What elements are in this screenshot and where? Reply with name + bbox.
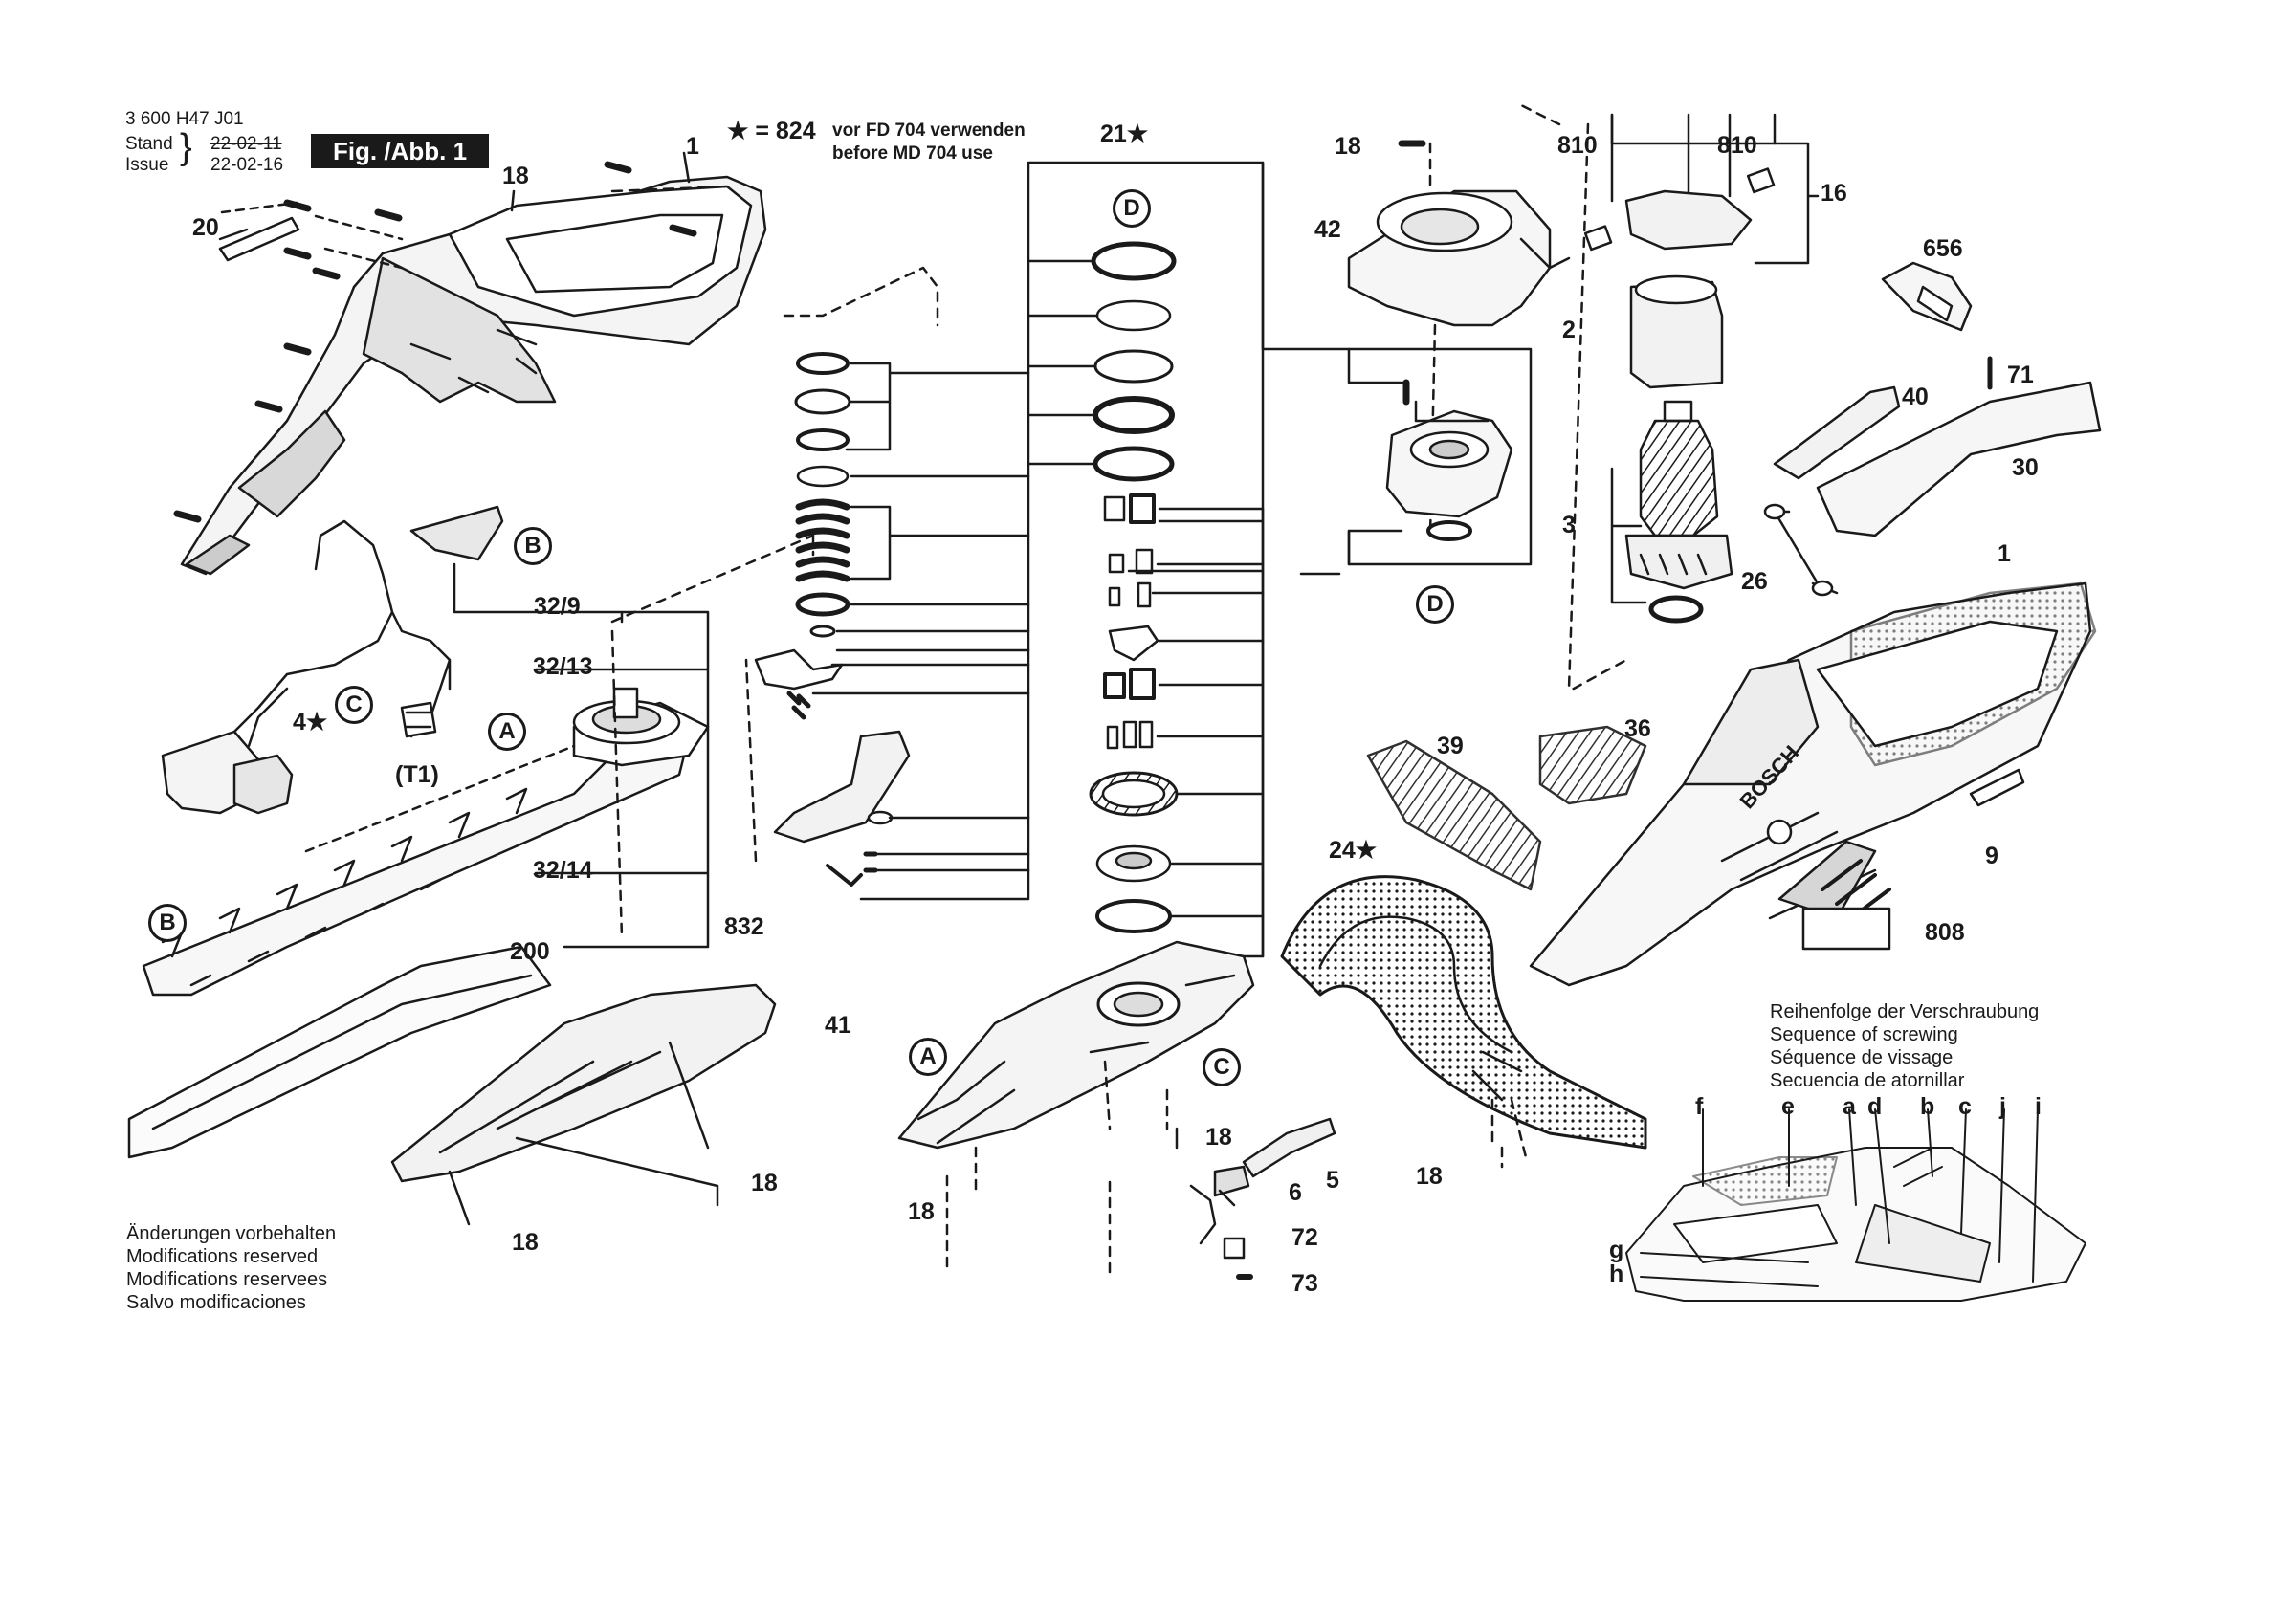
housing-half-left: [180, 175, 767, 576]
part-label-18-d: 18: [512, 1229, 539, 1256]
figure-label: Fig. /Abb. 1: [311, 134, 489, 168]
part-label-32-9: 32/9: [534, 593, 581, 620]
part-label-20: 20: [192, 214, 219, 241]
star-note-line1: vor FD 704 verwenden: [832, 121, 1026, 141]
sequence-letter-i: i: [2035, 1093, 2042, 1120]
screw-sequence-figure: [1625, 1108, 2086, 1302]
part-label-18: 18: [502, 163, 529, 189]
front-handle: [1280, 875, 1647, 1169]
sequence-title-fr: Séquence de vissage: [1770, 1047, 1954, 1068]
part-label-32-14: 32/14: [533, 857, 593, 884]
part-label-39: 39: [1437, 733, 1464, 759]
callout-d-right: D: [1416, 585, 1454, 624]
sequence-letter-e: e: [1781, 1093, 1795, 1120]
part-label-16: 16: [1821, 180, 1847, 207]
document-number: 3 600 H47 J01: [125, 109, 244, 129]
part-label-40: 40: [1902, 384, 1929, 410]
gear-flange: [1347, 347, 1513, 566]
part-label-72: 72: [1292, 1224, 1318, 1251]
switch-parts: [1763, 261, 2102, 597]
part-label-1-right: 1: [1998, 540, 2011, 567]
part-label-18-f: 18: [908, 1198, 935, 1225]
footer-de: Änderungen vorbehalten: [126, 1223, 337, 1244]
callout-a-top: A: [488, 713, 526, 751]
stand-date: 22-02-11: [210, 134, 282, 154]
part-label-18-e: 18: [1205, 1124, 1232, 1151]
part-label-18-top: 18: [1335, 133, 1361, 160]
gearbox-base: [897, 940, 1255, 1274]
part-label-4: 4★: [293, 709, 328, 735]
part-label-6: 6: [1289, 1179, 1302, 1206]
issue-label: Issue: [125, 155, 169, 175]
footer-es: Salvo modificaciones: [126, 1292, 306, 1313]
washer-stack-left: [744, 266, 1030, 887]
part-label-200: 200: [510, 938, 550, 965]
blade-guard: [127, 945, 552, 1159]
footer-fr: Modifications reservees: [126, 1269, 328, 1290]
footer-en: Modifications reserved: [126, 1246, 319, 1267]
part-label-18-g: 18: [1416, 1163, 1443, 1190]
sequence-title-es: Secuencia de atornillar: [1770, 1070, 1965, 1091]
stand-label: Stand: [125, 134, 173, 154]
cord-parts: [1189, 1117, 1336, 1280]
part-label-810-b: 810: [1717, 132, 1757, 159]
part-label-71: 71: [2007, 362, 2034, 388]
motor-parts: [1519, 103, 1820, 691]
sequence-title-de: Reihenfolge der Verschraubung: [1770, 1001, 2040, 1022]
sequence-letter-j: j: [1999, 1093, 2006, 1120]
sequence-letter-a: a: [1843, 1093, 1856, 1120]
callout-b-left: B: [148, 904, 187, 942]
part-label-42: 42: [1314, 216, 1341, 243]
callout-d-top: D: [1113, 189, 1151, 228]
part-label-5: 5: [1326, 1167, 1339, 1194]
part-label-808: 808: [1925, 919, 1965, 946]
sequence-letter-h: h: [1609, 1261, 1624, 1287]
bottom-cover: [390, 983, 777, 1183]
part-label-656: 656: [1923, 235, 1963, 262]
part-label-2: 2: [1562, 317, 1576, 343]
blade-assembly: [142, 687, 710, 997]
part-label-1-top: 1: [686, 133, 699, 160]
gear-stack: [859, 161, 1265, 958]
vent-cover-39: [1366, 739, 1542, 891]
screws-housing: [173, 161, 697, 523]
part-label-810-a: 810: [1557, 132, 1598, 159]
part-label-832: 832: [724, 913, 764, 940]
part-label-t1: (T1): [395, 761, 439, 788]
sequence-letter-b: b: [1920, 1093, 1935, 1120]
callout-b-top: B: [514, 527, 552, 565]
part-label-24: 24★: [1329, 837, 1378, 864]
star-note-line2: before MD 704 use: [832, 143, 993, 164]
strip-9: [1969, 768, 2025, 807]
vent-insert-36: [1538, 725, 1647, 805]
star-note-symbol: ★ = 824: [727, 118, 816, 144]
part-label-18-c: 18: [751, 1170, 778, 1196]
part-label-9: 9: [1985, 843, 1998, 869]
bearing-cover: [1261, 140, 1571, 576]
sequence-letter-f: f: [1695, 1093, 1704, 1120]
sequence-letter-c: c: [1958, 1093, 1972, 1120]
part-label-26: 26: [1741, 568, 1768, 595]
shield-piece: [409, 505, 504, 561]
part-label-32-13: 32/13: [533, 653, 593, 680]
callout-a-mid: A: [909, 1038, 947, 1076]
callout-c-top: C: [335, 686, 373, 724]
issue-date: 22-02-16: [210, 155, 284, 175]
part-label-21: 21★: [1100, 121, 1149, 147]
sequence-title-en: Sequence of screwing: [1770, 1024, 1958, 1045]
sequence-letter-d: d: [1867, 1093, 1883, 1120]
part-label-3: 3: [1562, 512, 1576, 538]
part-label-36: 36: [1624, 715, 1651, 742]
part-label-30: 30: [2012, 454, 2039, 481]
sequence-letter-g: g: [1609, 1237, 1624, 1263]
callout-c-mid: C: [1203, 1048, 1241, 1086]
cable-assembly: [161, 519, 452, 815]
label-plate-808: [1801, 907, 1891, 951]
strip-20: [218, 216, 300, 262]
part-label-73: 73: [1292, 1270, 1318, 1297]
part-label-41: 41: [825, 1012, 851, 1039]
brace-icon: }: [180, 127, 192, 167]
